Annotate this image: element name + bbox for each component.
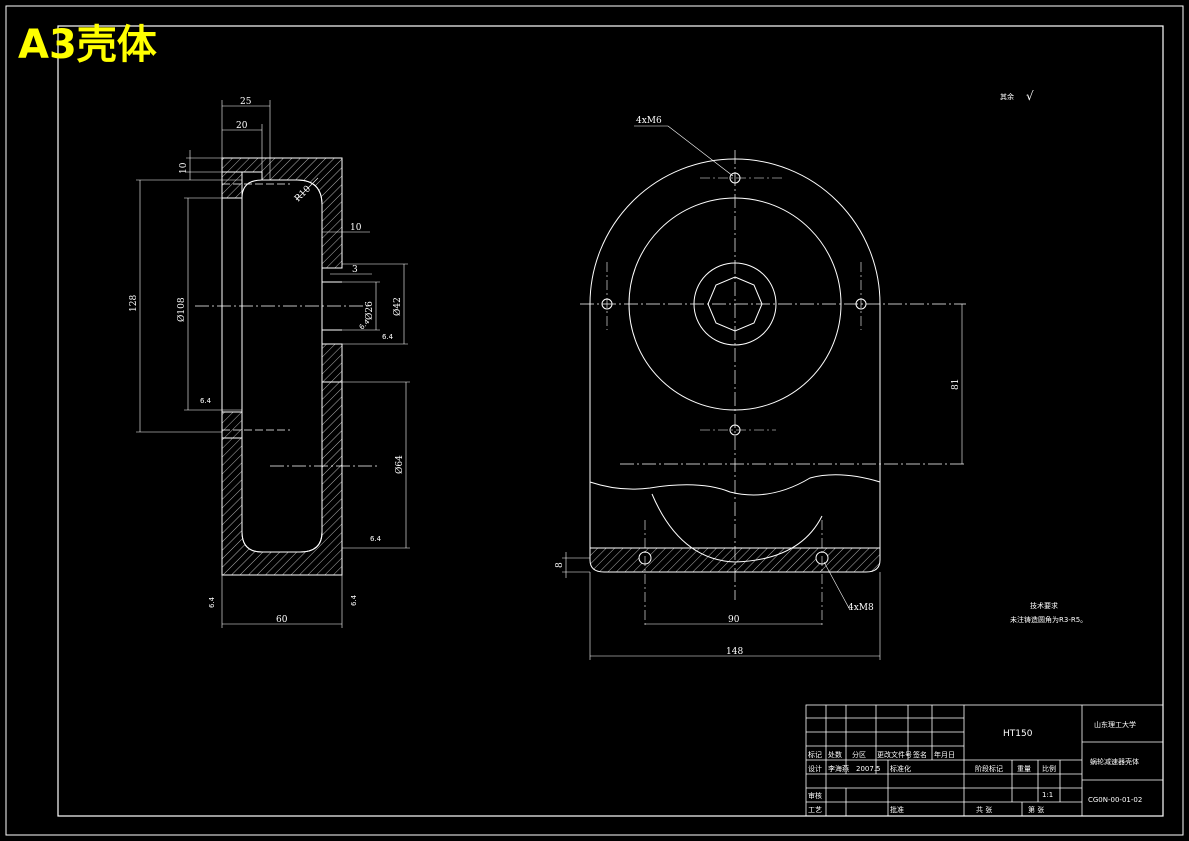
overlay-title: A3壳体 bbox=[18, 22, 157, 68]
outer-border bbox=[5, 5, 1184, 836]
tb-material: HT150 bbox=[1003, 729, 1033, 739]
dim-8: 8 bbox=[555, 562, 565, 568]
tb-zone: 分区 bbox=[852, 750, 866, 759]
roughness-6: 6.4 bbox=[350, 594, 358, 606]
dim-3: 3 bbox=[352, 265, 358, 275]
dim-10-right: 10 bbox=[350, 223, 362, 233]
dim-90: 90 bbox=[728, 615, 740, 625]
tb-school: 山东理工大学 bbox=[1094, 720, 1136, 729]
dim-81: 81 bbox=[951, 379, 961, 390]
tb-doc: 更改文件号 bbox=[877, 750, 912, 759]
dim-25: 25 bbox=[240, 97, 252, 107]
base-flange bbox=[589, 547, 881, 573]
tb-drawing-no: CG0N-00-01-02 bbox=[1088, 796, 1142, 804]
dim-42: Ø42 bbox=[392, 297, 403, 316]
leader-4xm8 bbox=[823, 561, 851, 611]
tech-req-title: 技术要求 bbox=[1030, 601, 1058, 610]
tb-scale: 1:1 bbox=[1042, 791, 1053, 799]
callout-4xm8: 4xM8 bbox=[848, 603, 874, 613]
callout-4xm6: 4xM6 bbox=[636, 116, 662, 126]
tb-design-date: 2007.5 bbox=[856, 765, 881, 773]
dim-20: 20 bbox=[236, 121, 248, 131]
section-hatch-flange bbox=[221, 171, 243, 439]
tb-ratio: 比例 bbox=[1042, 764, 1056, 773]
roughness-1: 6.4 bbox=[200, 397, 212, 405]
tb-approve: 批准 bbox=[890, 805, 904, 814]
front-view: 4xM6 4xM8 81 8 90 148 bbox=[555, 116, 966, 660]
tb-design: 设计 bbox=[808, 764, 822, 773]
housing-outline bbox=[589, 158, 881, 548]
roughness-4: 6.4 bbox=[370, 535, 382, 543]
dim-60: 60 bbox=[276, 615, 288, 625]
tb-mark: 标记 bbox=[808, 750, 822, 759]
dim-r10: R10 bbox=[293, 184, 313, 204]
tb-process: 工艺 bbox=[808, 806, 822, 814]
tb-stage: 阶段标记 bbox=[975, 764, 1003, 773]
title-block bbox=[805, 704, 1164, 817]
dim-148: 148 bbox=[726, 647, 743, 657]
tb-review: 审核 bbox=[808, 791, 822, 800]
dim-26: Ø26 bbox=[364, 301, 375, 320]
dim-108: Ø108 bbox=[176, 297, 187, 322]
tb-sheet-no: 第 张 bbox=[1028, 805, 1044, 814]
surface-note-label: 其余 bbox=[1000, 92, 1014, 101]
leader-4xm6-diag bbox=[667, 125, 734, 177]
tb-sheets-total: 共 张 bbox=[976, 805, 992, 814]
tech-req-line1: 未注铸造圆角为R3-R5。 bbox=[1010, 615, 1087, 624]
tb-part-name: 蜗轮减速器壳体 bbox=[1090, 757, 1139, 766]
surface-note-symbol: √ bbox=[1026, 89, 1034, 103]
section-cavity bbox=[241, 179, 323, 553]
tb-sign: 签名 bbox=[913, 750, 927, 759]
roughness-5: 6.4 bbox=[208, 596, 216, 608]
roughness-3: 6.4 bbox=[382, 333, 394, 341]
leader-r10 bbox=[295, 177, 319, 201]
tb-date: 年月日 bbox=[934, 750, 955, 759]
section-hatch-bottom bbox=[221, 381, 343, 576]
tb-designer: 李海燕 bbox=[828, 764, 849, 773]
dim-128: 128 bbox=[129, 295, 139, 312]
section-view: 25 20 10 128 Ø108 R10 10 3 Ø26 bbox=[129, 97, 410, 628]
inner-border bbox=[57, 25, 1164, 817]
tb-count: 处数 bbox=[828, 750, 842, 759]
break-line bbox=[589, 474, 881, 496]
dim-64: Ø64 bbox=[394, 455, 405, 474]
dim-10-top: 10 bbox=[179, 162, 189, 174]
tb-weight: 重量 bbox=[1017, 765, 1031, 773]
tb-standard: 标准化 bbox=[890, 764, 911, 773]
section-hatch-mid bbox=[321, 343, 343, 383]
